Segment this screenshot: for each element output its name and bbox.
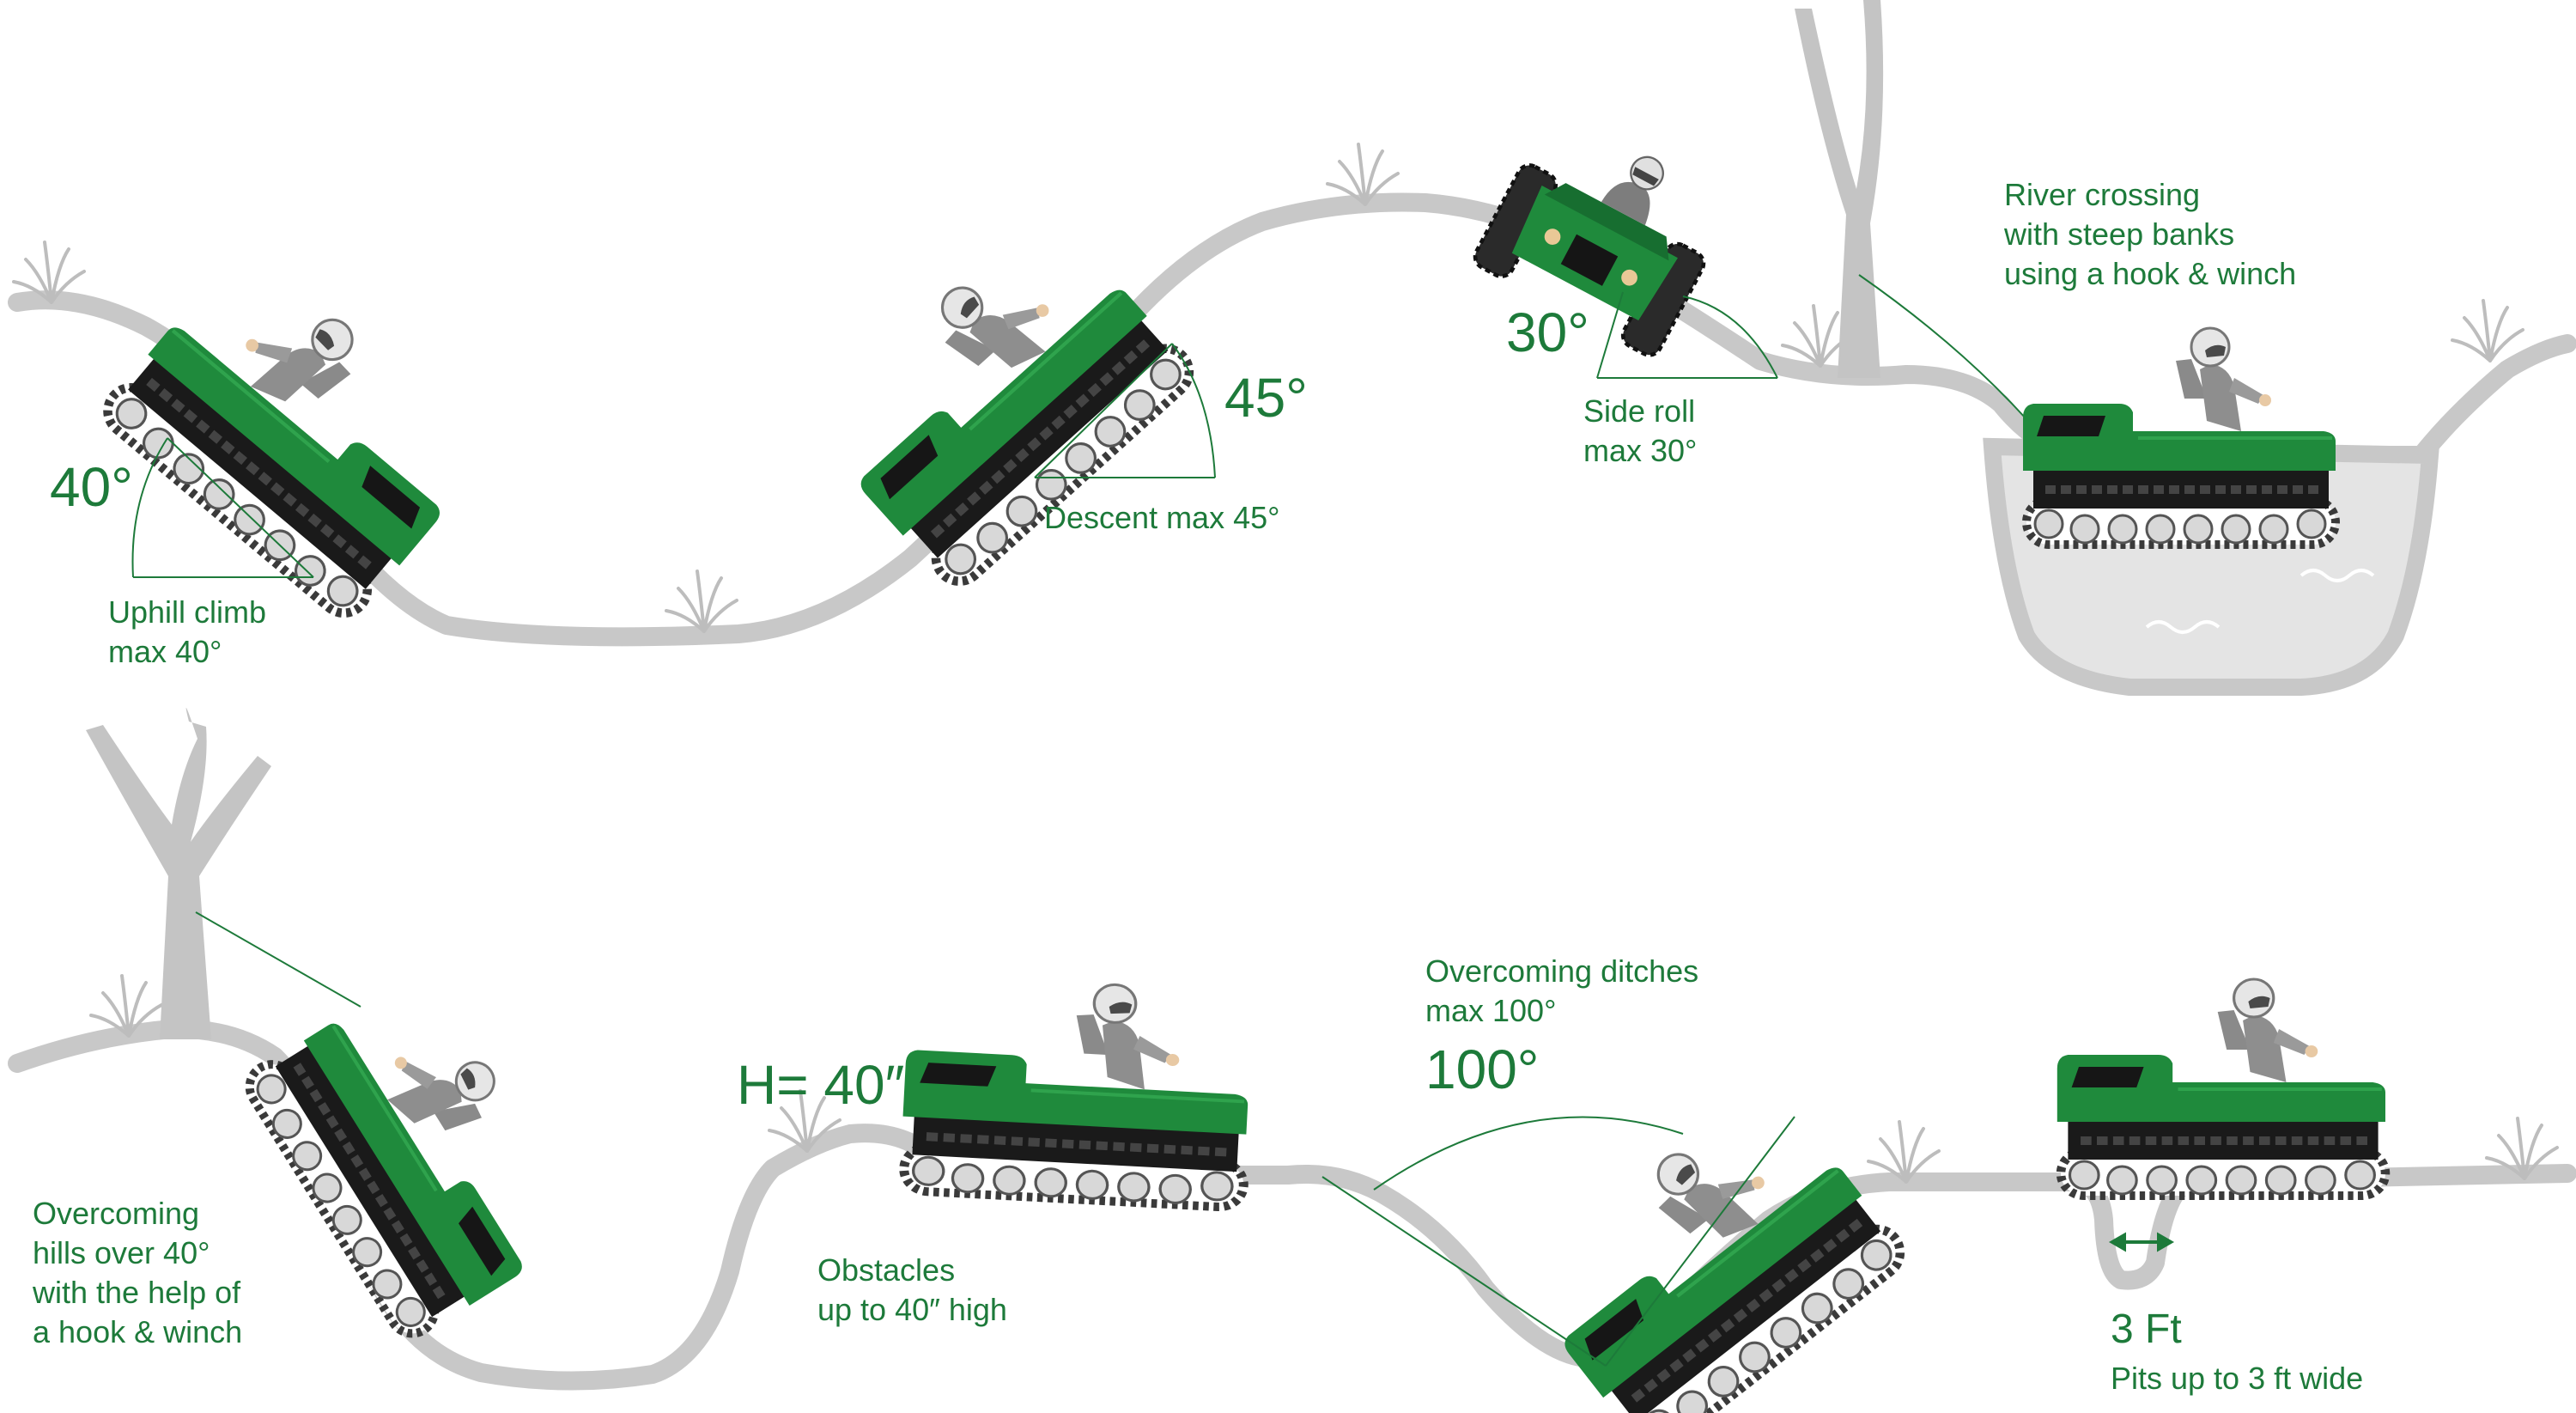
angle-marker xyxy=(1321,1116,1795,1367)
tracked-vehicle-icon xyxy=(241,965,591,1344)
uphill-caption: Uphill climb max 40° xyxy=(108,594,267,669)
angle-marker xyxy=(1034,343,1216,478)
tree-icon xyxy=(86,708,271,1039)
ditches-caption: Overcoming ditches max 100° xyxy=(1425,953,1699,1028)
angle-marker xyxy=(131,437,314,578)
uphill-angle: 40° xyxy=(50,456,133,518)
obstacle-height: H= 40″ xyxy=(737,1054,905,1116)
ditches-angle: 100° xyxy=(1425,1038,1540,1100)
descent-caption: Descent max 45° xyxy=(1044,500,1280,535)
tracked-vehicle-icon xyxy=(2057,979,2385,1196)
pits-caption: Pits up to 3 ft wide xyxy=(2111,1361,2364,1396)
obstacles-caption: Obstacles up to 40″ high xyxy=(817,1252,1007,1327)
side-roll-angle: 30° xyxy=(1506,301,1589,363)
width-arrow-icon xyxy=(2108,1232,2175,1252)
descent-angle: 45° xyxy=(1224,367,1308,429)
tree-icon xyxy=(1795,0,1884,378)
river-caption: River crossing with steep banks using a … xyxy=(2004,177,2297,291)
tracked-vehicle-icon xyxy=(98,240,495,624)
hills-caption: Overcoming hills over 40° with the help … xyxy=(33,1196,243,1349)
tracked-vehicle-icon xyxy=(2023,328,2336,545)
angle-marker xyxy=(1596,291,1778,379)
pit-width: 3 Ft xyxy=(2111,1306,2182,1352)
side-roll-caption: Side roll max 30° xyxy=(1583,393,1698,468)
tracked-vehicle-icon xyxy=(899,974,1254,1209)
